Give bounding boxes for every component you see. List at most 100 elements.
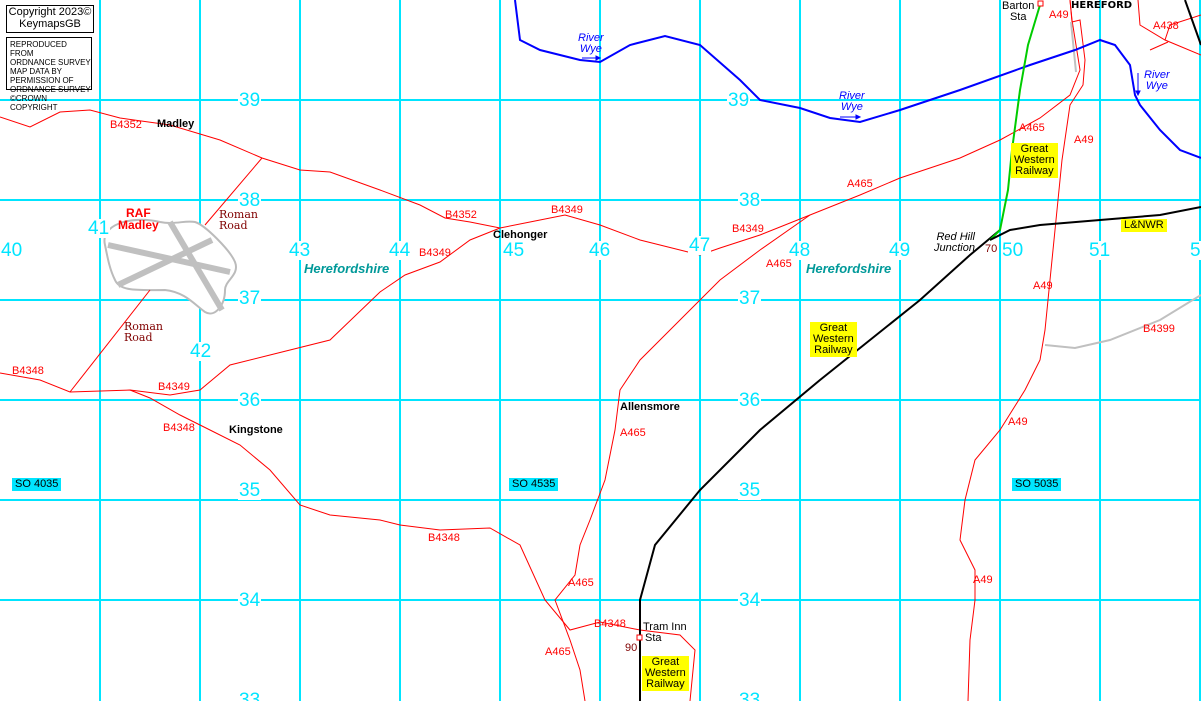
grid-easting-label: 47 (688, 235, 712, 256)
road-label-a465: A465 (766, 258, 792, 270)
railway-text: Railway (1015, 165, 1054, 177)
railway-text: Great (1020, 143, 1049, 155)
grid-easting-label: 43 (288, 240, 312, 261)
station-suffix: Sta (645, 632, 662, 644)
river-text: River (578, 32, 604, 44)
grid-easting-label: 44 (388, 240, 412, 261)
grid-ref-so5035[interactable]: SO 5035 (1012, 478, 1062, 491)
grid-northing-label: 38 (238, 190, 262, 211)
grid-ref-so4035[interactable]: SO 4035 (12, 478, 62, 491)
os-notice-line: ORDNANCE SURVEY (10, 85, 91, 94)
copyright-owner: KeymapsGB (19, 18, 81, 30)
barton-station-icon (1037, 0, 1044, 7)
tram-inn-station-label[interactable]: Tram Inn Sta (643, 622, 687, 644)
grid-northing-label: 35 (238, 480, 262, 501)
road-label-a465: A465 (620, 427, 646, 439)
railway-label-gwr: Great Western Railway (1011, 143, 1058, 178)
road-label-b4399: B4399 (1143, 323, 1175, 335)
roman-road-text: Road (124, 331, 153, 344)
road-label-a49: A49 (1074, 134, 1094, 146)
junction-suffix: Junction (934, 242, 975, 254)
road-label-b4352: B4352 (445, 209, 477, 221)
road-label-a465: A465 (568, 577, 594, 589)
copyright-box: Copyright 2023© KeymapsGB (6, 5, 94, 33)
place-raf-madley[interactable]: RAF Madley (118, 207, 159, 231)
railway-text: Western (645, 667, 686, 679)
road-label-b4349: B4349 (732, 223, 764, 235)
road-label-b4348: B4348 (428, 532, 460, 544)
os-notice-line: ©CROWN COPYRIGHT (10, 94, 58, 112)
road-label-a465: A465 (847, 178, 873, 190)
grid-northing-label: 36 (738, 390, 762, 411)
river-text: Wye (579, 43, 602, 55)
river-wye-label: River Wye (578, 33, 604, 55)
river-text: River (839, 90, 865, 102)
roman-road-label: Roman Road (219, 209, 258, 231)
railway-label-lnwr: L&NWR (1121, 219, 1167, 232)
roman-road-text: Roman (219, 208, 258, 221)
road-label-b4348: B4348 (594, 618, 626, 630)
grid-easting-label: 51 (1088, 240, 1112, 261)
grid-easting-label: 50 (1001, 240, 1025, 261)
river-text: Wye (1145, 80, 1168, 92)
distance-marker: 90 (625, 642, 638, 654)
railway-text: Great (819, 322, 848, 334)
junction-name: Red Hill (936, 231, 975, 243)
os-notice-line: PERMISSION OF (10, 76, 74, 85)
hereford-road (1070, 21, 1077, 73)
railway-text: Western (1014, 154, 1055, 166)
river-wye-label: River Wye (1144, 70, 1170, 92)
road-label-a438: A438 (1153, 20, 1179, 32)
road-label-b4352: B4352 (110, 119, 142, 131)
road-label-b4349: B4349 (158, 381, 190, 393)
river-wye (514, 0, 1201, 159)
railway-label-gwr: Great Western Railway (810, 322, 857, 357)
grid-easting-label: 5 (1189, 240, 1201, 261)
grid-northing-label: 34 (238, 590, 262, 611)
place-hereford[interactable]: HEREFORD (1071, 0, 1133, 11)
roman-road-label: Roman Road (124, 321, 163, 343)
grid-northing-label: 33 (238, 691, 262, 701)
road-label-b4348: B4348 (12, 365, 44, 377)
grid-northing-label: 39 (727, 90, 751, 111)
river-text: Wye (840, 101, 863, 113)
raf-label: Madley (118, 218, 159, 232)
railways (639, 0, 1201, 701)
grid-northing-label: 37 (238, 288, 262, 309)
tram-inn-station-icon (636, 634, 643, 641)
grid-ref-so4535[interactable]: SO 4535 (509, 478, 559, 491)
os-notice-line: ORDNANCE SURVEY (10, 58, 91, 67)
place-clehonger[interactable]: Clehonger (493, 229, 548, 241)
station-suffix: Sta (1009, 11, 1027, 23)
os-notice-line: REPRODUCED FROM (10, 40, 67, 58)
river-flow-arrows (582, 55, 1141, 120)
grid-northing-label: 37 (738, 288, 762, 309)
raf-label: RAF (126, 206, 151, 220)
red-hill-junction-label[interactable]: Red Hill Junction (934, 232, 975, 254)
grid-easting-label: 40 (0, 240, 24, 261)
grid-northing-label: 33 (738, 691, 762, 701)
road-label-a465: A465 (1019, 122, 1045, 134)
road-label-b4348: B4348 (163, 422, 195, 434)
place-madley[interactable]: Madley (157, 118, 195, 130)
place-kingstone[interactable]: Kingstone (229, 424, 283, 436)
railway-text: Railway (814, 344, 853, 356)
grid-easting-label: 48 (788, 240, 812, 261)
road-label-b4349: B4349 (551, 204, 583, 216)
county-label: Herefordshire (304, 261, 390, 276)
road-label-b4349: B4349 (419, 247, 451, 259)
road-label-a465: A465 (545, 646, 571, 658)
b4399-road (1044, 294, 1201, 350)
station-name: Barton (1002, 0, 1035, 12)
barton-station-label[interactable]: Barton Sta (1002, 1, 1034, 23)
grid-easting-label: 45 (502, 240, 526, 261)
copyright-text: Copyright 2023© (8, 6, 92, 18)
grid-northing-label: 38 (738, 190, 762, 211)
place-allensmore[interactable]: Allensmore (620, 401, 680, 413)
grid-northing-label: 36 (238, 390, 262, 411)
grid-easting-label: 46 (588, 240, 612, 261)
railway-text: Western (813, 333, 854, 345)
grid-northing-label: 39 (238, 90, 262, 111)
distance-marker: 70 (985, 243, 998, 255)
